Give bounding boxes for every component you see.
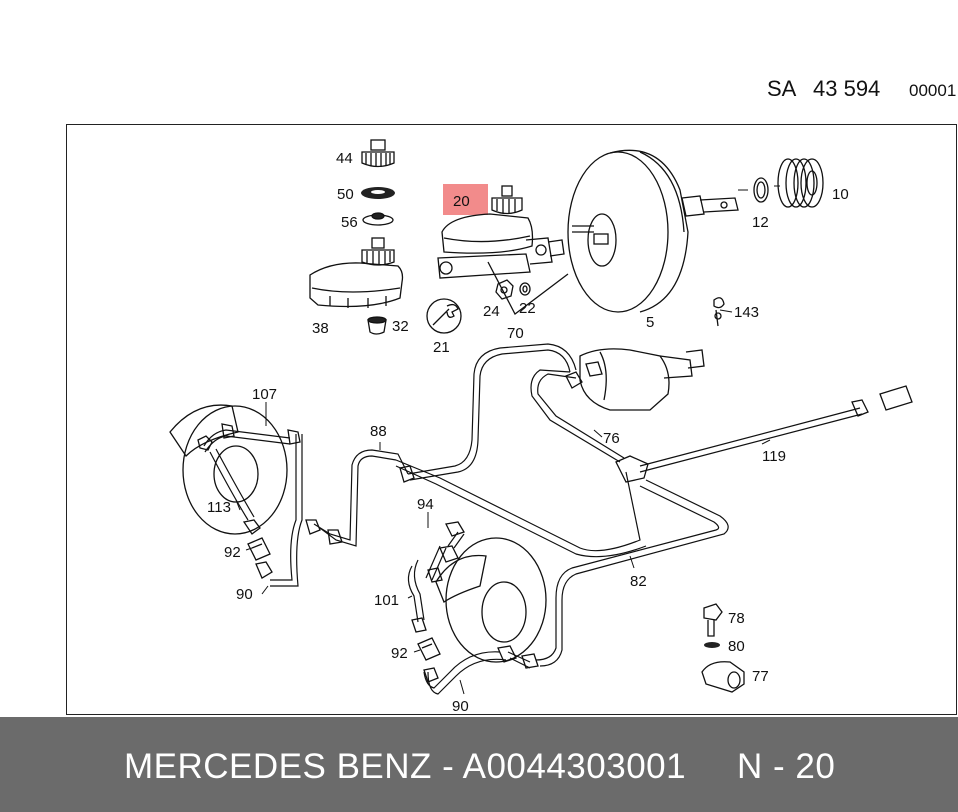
- label-92-right: 92: [391, 645, 408, 662]
- footer-bar: MERCEDES BENZ - A0044303001 N - 20: [0, 717, 958, 812]
- label-94: 94: [417, 496, 434, 513]
- label-143: 143: [734, 304, 759, 321]
- label-80: 80: [728, 638, 745, 655]
- label-38: 38: [312, 320, 329, 337]
- master-cylinder-20: [437, 185, 565, 279]
- grommet-32: [367, 316, 387, 335]
- pipe-fittings: [197, 361, 913, 683]
- label-78: 78: [728, 610, 745, 627]
- label-90-right: 90: [452, 698, 469, 715]
- label-32: 32: [392, 318, 409, 335]
- bracket-77: [701, 661, 745, 693]
- footer-reference: N - 20: [737, 747, 836, 786]
- label-92-left: 92: [224, 544, 241, 561]
- label-10: 10: [832, 186, 849, 203]
- washer-50: [361, 187, 395, 199]
- footer-part-number: MERCEDES BENZ - A0044303001: [124, 747, 687, 786]
- label-50: 50: [337, 186, 354, 203]
- brake-disc-front-left: [169, 404, 288, 535]
- bolt-78: [703, 603, 723, 637]
- header-code-number: 43 594: [813, 76, 881, 101]
- label-113: 113: [207, 499, 231, 516]
- washer-80: [704, 642, 720, 648]
- proportioning-valve: [579, 348, 705, 411]
- seal-12: [753, 177, 769, 203]
- label-88: 88: [370, 423, 387, 440]
- seal-56: [362, 212, 394, 226]
- cap-44: [361, 139, 395, 168]
- tool-symbol-21: [426, 298, 462, 334]
- hose-113: [209, 448, 255, 521]
- reservoir-38: [309, 237, 404, 308]
- clamp-92-right: [417, 637, 441, 661]
- label-20: 20: [453, 193, 470, 210]
- label-5: 5: [646, 314, 654, 331]
- brake-booster-5: [567, 149, 739, 313]
- label-24: 24: [483, 303, 500, 320]
- washer-22: [519, 282, 531, 296]
- label-90-left: 90: [236, 586, 253, 603]
- label-101: 101: [374, 592, 399, 609]
- leader-lines: [235, 185, 780, 695]
- diagram-frame: [66, 124, 957, 715]
- label-21: 21: [433, 339, 450, 356]
- label-56: 56: [341, 214, 358, 231]
- label-12: 12: [752, 214, 769, 231]
- label-22: 22: [519, 300, 536, 317]
- highlight-box[interactable]: [443, 184, 488, 215]
- label-70: 70: [507, 325, 524, 342]
- label-107: 107: [252, 386, 277, 403]
- label-76: 76: [603, 430, 620, 447]
- label-44: 44: [336, 150, 353, 167]
- brake-disc-rear: [435, 537, 547, 663]
- bracket-70: [487, 261, 569, 315]
- header-code-prefix: SA: [767, 76, 797, 101]
- header-sheet-number: 00001: [909, 81, 957, 100]
- filter-10: [777, 158, 824, 208]
- label-119: 119: [762, 448, 786, 465]
- clamp-92-left: [247, 537, 271, 561]
- label-77: 77: [752, 668, 769, 685]
- label-82: 82: [630, 573, 647, 590]
- clip-143: [713, 297, 725, 327]
